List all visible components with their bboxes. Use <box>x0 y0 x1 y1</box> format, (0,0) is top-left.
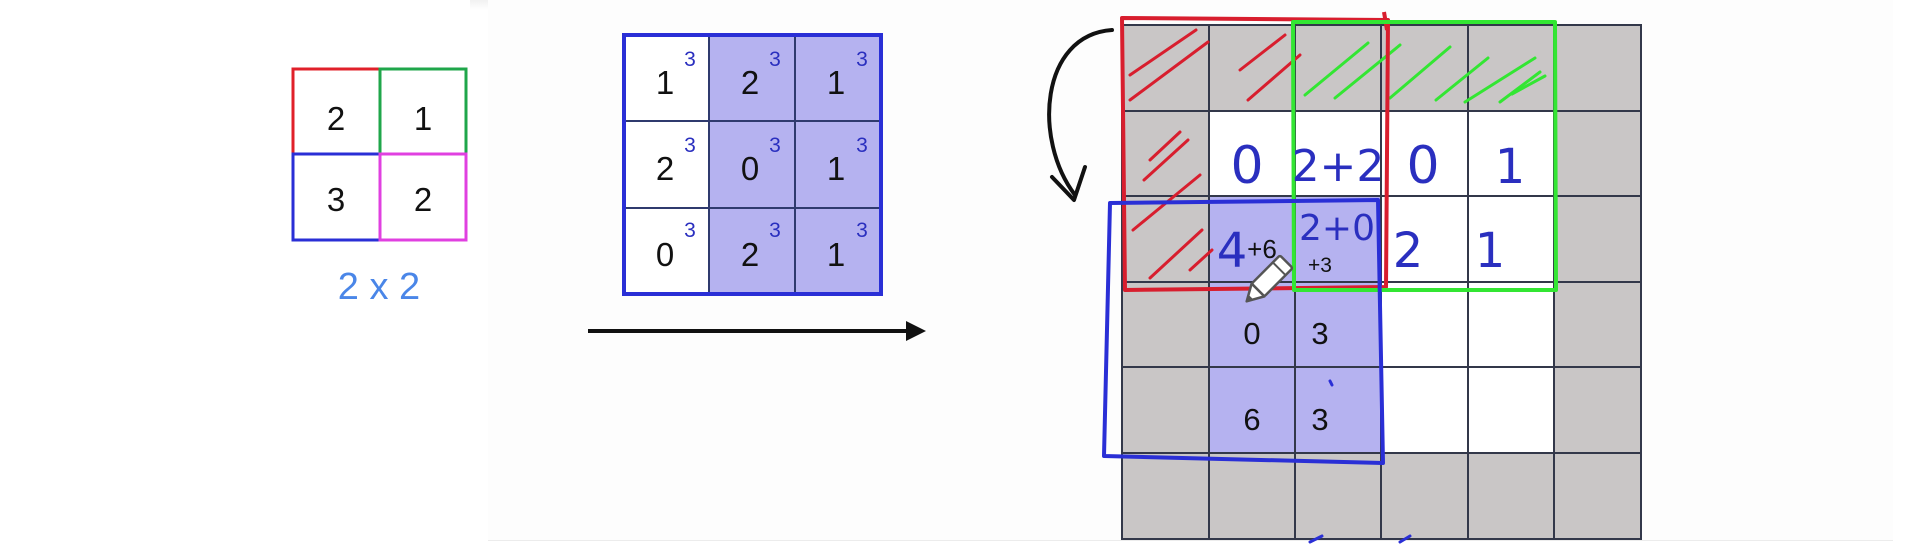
output-value: 3 <box>1311 402 1328 437</box>
kernel-value: 2 <box>414 181 432 218</box>
stride-matrix: 1 2 1 2 0 1 0 2 1 3 3 3 3 3 3 3 3 3 <box>622 33 883 296</box>
matrix-value: 0 <box>656 236 674 273</box>
matrix-superscript: 3 <box>769 134 781 157</box>
kernel-value: 1 <box>414 100 432 137</box>
handwritten-value: 1 <box>1495 139 1526 195</box>
matrix-border <box>622 33 883 296</box>
matrix-white-col <box>624 35 709 294</box>
matrix-value: 2 <box>656 150 674 187</box>
matrix-value: 1 <box>656 64 674 101</box>
blue-window <box>1102 198 1385 465</box>
handwritten-value: 2+2 <box>1292 141 1385 192</box>
output-suffix: +6 <box>1247 234 1277 264</box>
pencil-cursor-icon <box>1245 254 1294 303</box>
curved-arrow-icon <box>1047 28 1114 202</box>
output-value: 6 <box>1243 402 1260 437</box>
matrix-value: 0 <box>741 150 759 187</box>
handwritten-value: 2 <box>1393 223 1424 279</box>
matrix-superscript: 3 <box>856 219 868 242</box>
matrix-superscript: 3 <box>856 48 868 71</box>
handwritten-value: 0 <box>1406 136 1439 196</box>
matrix-superscript: 3 <box>684 134 696 157</box>
kernel-caption: 2 x 2 <box>338 266 420 308</box>
handwritten-value: 2+0 <box>1299 208 1375 249</box>
handwritten-value: 0 <box>1230 136 1263 196</box>
matrix-superscript: 3 <box>856 134 868 157</box>
stray-marks <box>1308 379 1412 544</box>
matrix-value: 1 <box>827 64 845 101</box>
red-window <box>1120 16 1390 292</box>
green-hatching <box>1303 41 1547 104</box>
kernel-cell-red <box>291 67 382 156</box>
output-value: 0 <box>1243 316 1260 351</box>
handwritten-value: 4 <box>1217 223 1248 279</box>
matrix-value: 2 <box>741 236 759 273</box>
handwritten-value: 1 <box>1475 223 1506 279</box>
matrix-superscript: 3 <box>684 48 696 71</box>
matrix-value: 1 <box>827 150 845 187</box>
matrix-superscript: 3 <box>769 48 781 71</box>
kernel-cell-green <box>378 67 468 156</box>
kernel-value: 2 <box>327 100 345 137</box>
kernel-cell-blue <box>291 152 382 242</box>
matrix-superscript: 3 <box>769 219 781 242</box>
matrix-value: 1 <box>827 236 845 273</box>
matrix-superscript: 3 <box>684 219 696 242</box>
red-hatching <box>1128 28 1302 280</box>
right-arrow-icon <box>588 321 926 341</box>
kernel-2x2: 2 1 3 2 2 x 2 <box>291 67 468 308</box>
output-suffix: +3 <box>1308 254 1332 277</box>
matrix-value: 2 <box>741 64 759 101</box>
kernel-cell-magenta <box>378 152 468 242</box>
output-value: 3 <box>1311 316 1328 351</box>
kernel-value: 3 <box>327 181 345 218</box>
